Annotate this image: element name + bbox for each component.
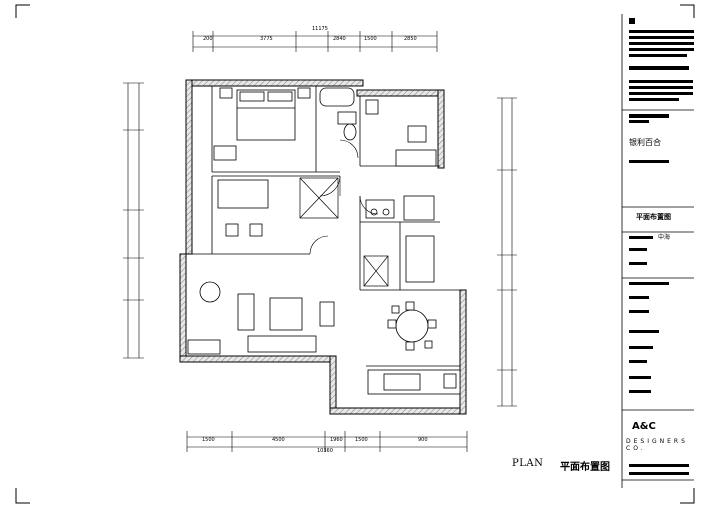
dim-top-2: 3775	[260, 36, 273, 42]
title-block	[621, 14, 694, 488]
top-dimension-line	[192, 31, 438, 52]
dim-bottom-2: 4500	[272, 437, 285, 443]
dim-bottom-3: 1960	[330, 437, 343, 443]
dim-top-5: 2850	[404, 36, 417, 42]
dim-bottom-4: 1500	[355, 437, 368, 443]
wardrobes	[299, 177, 389, 287]
utility-counter	[367, 369, 461, 395]
dining-table	[387, 301, 437, 351]
study-desk	[213, 145, 269, 237]
plan-title: 平面布置图	[560, 462, 610, 473]
company-logo: A&C	[632, 421, 656, 432]
interior-walls	[186, 86, 466, 367]
bathroom-fixtures	[319, 87, 437, 167]
company-subtitle: DESIGNERS CO.	[626, 438, 688, 452]
designer-value: 中海	[658, 234, 671, 241]
bottom-dimension-line	[186, 431, 468, 452]
right-dimension-line	[497, 97, 517, 407]
left-dimension-line	[123, 82, 144, 359]
master-bed	[219, 87, 311, 141]
sheet-border	[15, 4, 695, 504]
project-name: 银利百合	[629, 138, 661, 147]
exterior-walls	[179, 79, 467, 415]
living-room-sofa	[187, 281, 335, 355]
dim-top-1: 200	[203, 36, 213, 42]
title-block-bars	[629, 18, 694, 475]
dim-bottom-1: 1500	[202, 437, 215, 443]
plan-label: PLAN	[512, 458, 544, 469]
drawing-name: 平面布置图	[636, 213, 671, 221]
dim-bottom-total: 10360	[317, 448, 333, 454]
dim-top-total: 11175	[312, 26, 328, 32]
door-swings	[309, 139, 379, 255]
kitchen-counter	[365, 195, 435, 283]
dim-bottom-5: 900	[418, 437, 428, 443]
dim-top-3: 2840	[333, 36, 346, 42]
dim-top-4: 1500	[364, 36, 377, 42]
